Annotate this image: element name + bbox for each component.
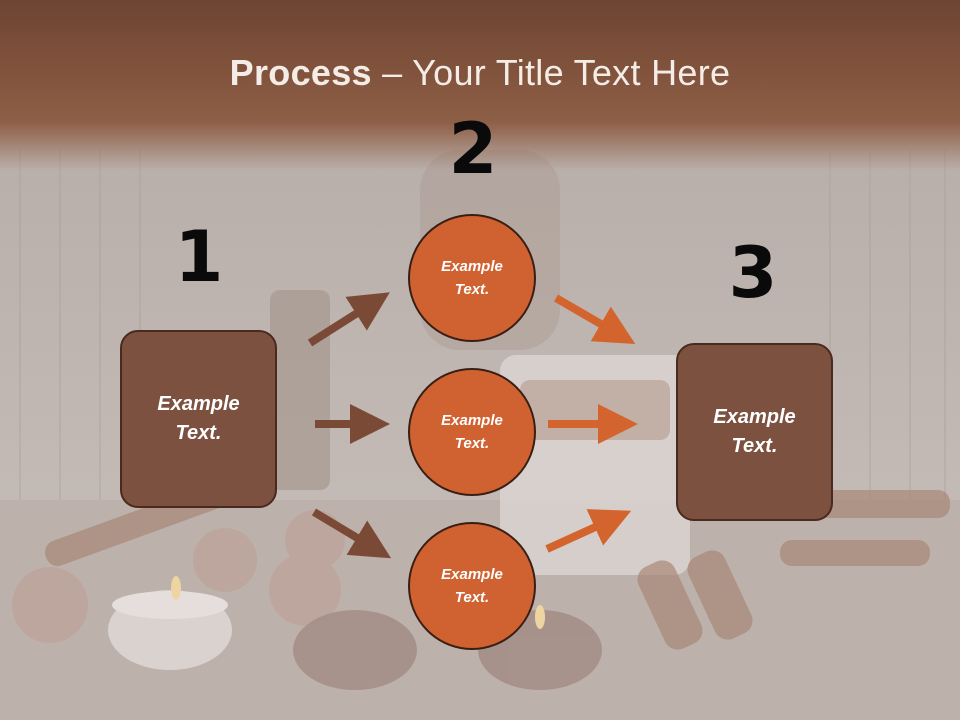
- step2-circle-top: Example Text.: [408, 214, 536, 342]
- circle-bottom-text: Example Text.: [441, 566, 503, 606]
- step-number-3: 3: [728, 232, 778, 314]
- arrow-box-to-top-circle: [307, 292, 390, 347]
- step2-circle-bottom: Example Text.: [408, 522, 536, 650]
- step3-box-text: Example Text.: [713, 406, 796, 457]
- step2-circle-middle: Example Text.: [408, 368, 536, 496]
- step-number-1: 1: [174, 216, 224, 298]
- title-bold: Process: [229, 52, 372, 93]
- step1-box-text: Example Text.: [157, 393, 240, 444]
- step3-box: Example Text.: [676, 343, 833, 521]
- page-title: Process – Your Title Text Here: [0, 52, 960, 94]
- arrow-bottom-circle-to-box: [545, 509, 632, 553]
- circle-middle-text: Example Text.: [441, 412, 503, 452]
- circle-top-text: Example Text.: [441, 258, 503, 298]
- arrow-top-circle-to-box: [553, 294, 636, 345]
- step1-box: Example Text.: [120, 330, 277, 508]
- title-band: [0, 0, 960, 170]
- arrow-box-to-bottom-circle: [311, 508, 392, 559]
- title-rest: – Your Title Text Here: [371, 52, 731, 93]
- step-number-2: 2: [448, 108, 498, 190]
